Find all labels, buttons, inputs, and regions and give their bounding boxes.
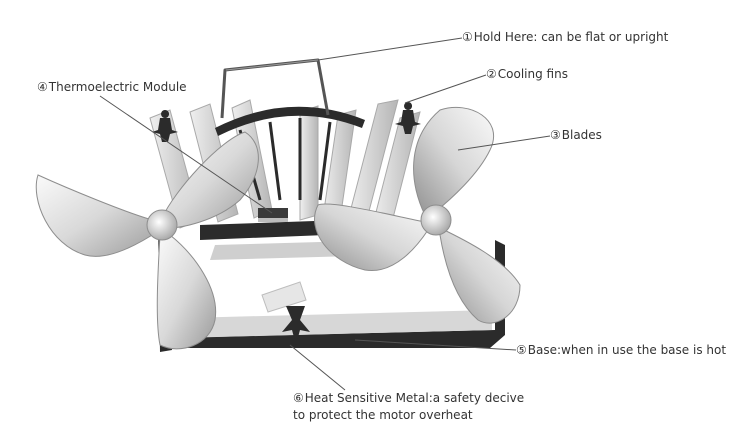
callout-line-6a: ⑥Heat Sensitive Metal:a safety decive [293, 390, 524, 407]
callout-number-3: ③ [550, 128, 561, 142]
callout-heat-sensitive-metal: ⑥Heat Sensitive Metal:a safety decive to… [293, 390, 524, 424]
callout-text-5: Base:when in use the base is hot [527, 343, 727, 357]
leader-line-5 [354, 339, 517, 351]
handle [220, 58, 330, 119]
fin-clips [152, 102, 421, 142]
callout-blades: ③Blades [550, 127, 602, 144]
leader-lines [99, 37, 551, 391]
callout-thermoelectric-module: ④Thermoelectric Module [37, 79, 187, 96]
callout-cooling-fins: ②Cooling fins [486, 66, 568, 83]
right-fan [314, 106, 521, 324]
callout-text-1: Hold Here: can be flat or upright [473, 30, 669, 44]
leader-line-6 [289, 344, 346, 391]
callout-text-4: Thermoelectric Module [48, 80, 187, 94]
callout-text-3: Blades [561, 128, 602, 142]
heat-sensitive-metal [261, 281, 310, 345]
left-fan [35, 131, 259, 350]
leader-line-3 [457, 135, 551, 151]
callout-text-2: Cooling fins [497, 67, 568, 81]
callout-number-2: ② [486, 67, 497, 81]
callout-number-5: ⑤ [516, 343, 527, 357]
callout-number-4: ④ [37, 80, 48, 94]
callout-text-6: Heat Sensitive Metal:a safety decive [304, 391, 525, 405]
callout-number-6: ⑥ [293, 391, 304, 405]
leader-line-1 [317, 37, 463, 61]
callout-base: ⑤Base:when in use the base is hot [516, 342, 726, 359]
leader-line-2 [404, 74, 487, 104]
callout-number-1: ① [462, 30, 473, 44]
callout-hold-here: ①Hold Here: can be flat or upright [462, 29, 668, 46]
callout-line-6b: to protect the motor overheat [293, 408, 473, 422]
leader-line-4 [99, 95, 273, 214]
thermoelectric-module [258, 208, 288, 222]
